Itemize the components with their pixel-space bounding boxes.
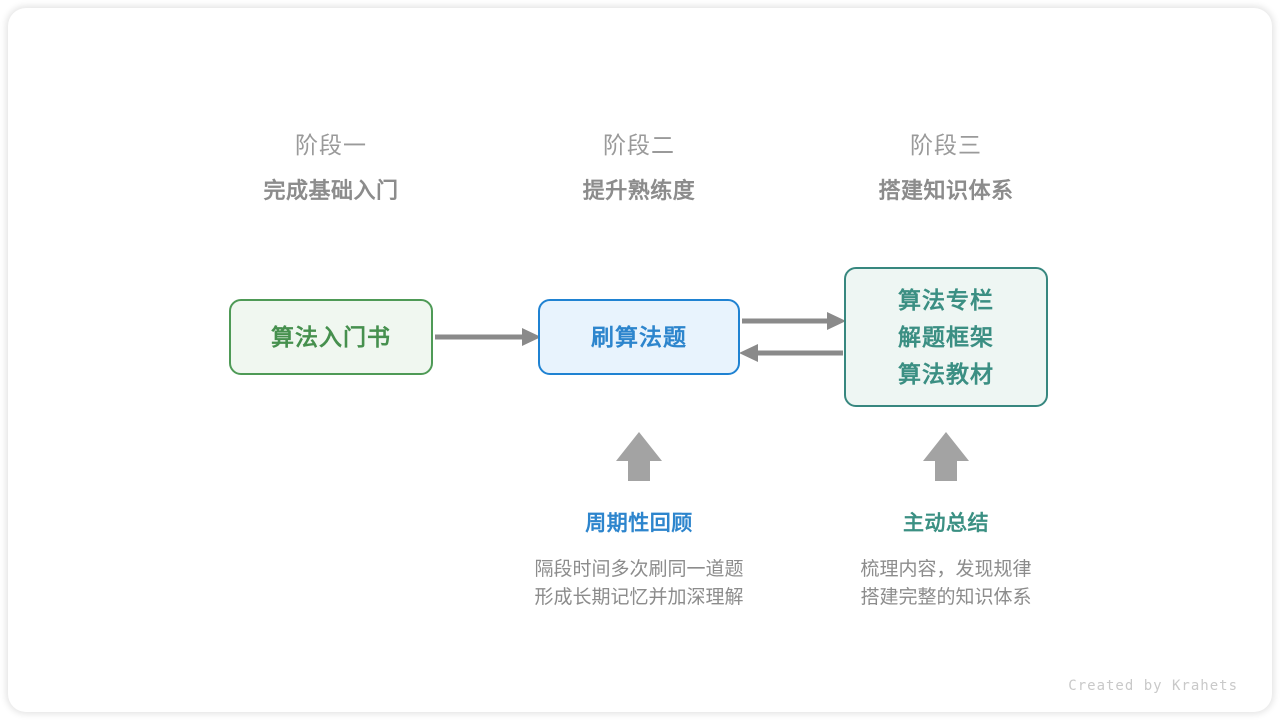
stage-title-3: 搭建知识体系 [878,178,1014,203]
node-learning-resources[interactable]: 算法专栏 解题框架 算法教材 [844,267,1048,407]
credit-text: Created by Krahets [1068,678,1238,694]
stage-header-1: 阶段一 完成基础入门 [201,128,461,208]
node-algorithm-intro-book[interactable]: 算法入门书 [229,299,433,375]
note-summary-title: 主动总结 [903,512,989,535]
stage-label-3: 阶段三 [910,132,982,158]
arrow-resources-to-practice [739,344,843,362]
stage-header-3: 阶段三 搭建知识体系 [816,128,1076,208]
note-review-body-line-1: 隔段时间多次刷同一道题 [534,559,744,580]
arrow-practice-to-resources [742,312,846,330]
node-practice-line-1: 刷算法题 [591,323,687,350]
arrow-summary-up [923,432,969,481]
note-periodic-review: 周期性回顾 隔段时间多次刷同一道题 形成长期记忆并加深理解 [489,509,789,612]
note-summary-body-line-1: 梳理内容，发现规律 [860,559,1032,580]
node-resources-line-1: 算法专栏 [898,286,994,313]
stage-label-1: 阶段一 [295,132,367,158]
arrow-book-to-practice [435,328,541,346]
node-resources-line-2: 解题框架 [898,323,994,350]
node-book-line-1: 算法入门书 [271,323,391,350]
stage-header-2: 阶段二 提升熟练度 [509,128,769,208]
node-practice-problems[interactable]: 刷算法题 [538,299,740,375]
stage-label-2: 阶段二 [603,132,675,158]
stage-title-1: 完成基础入门 [263,178,399,203]
note-active-summary: 主动总结 梳理内容，发现规律 搭建完整的知识体系 [796,509,1096,612]
note-review-body-line-2: 形成长期记忆并加深理解 [534,587,744,608]
node-resources-line-3: 算法教材 [898,360,994,387]
note-review-title: 周期性回顾 [585,512,693,535]
arrow-review-up [616,432,662,481]
note-summary-body-line-2: 搭建完整的知识体系 [860,587,1032,608]
stage-title-2: 提升熟练度 [582,178,696,203]
